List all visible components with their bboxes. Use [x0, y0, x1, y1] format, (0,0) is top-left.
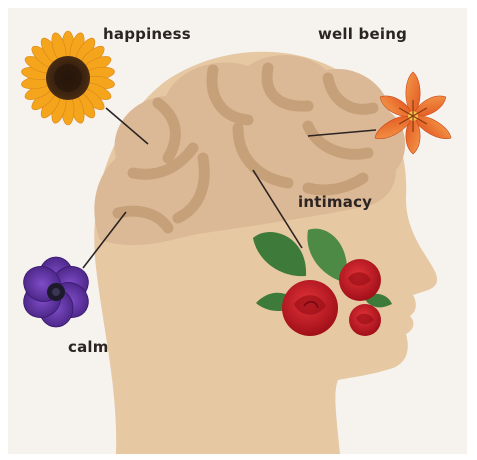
sunflower-icon — [21, 31, 116, 125]
well-being-label: well being — [318, 25, 407, 43]
calm-label: calm — [68, 338, 109, 356]
happiness-label: happiness — [103, 25, 191, 43]
intimacy-label: intimacy — [298, 193, 372, 211]
diagram-illustration — [8, 8, 467, 454]
diagram-canvas: happiness well being intimacy calm — [8, 8, 467, 454]
